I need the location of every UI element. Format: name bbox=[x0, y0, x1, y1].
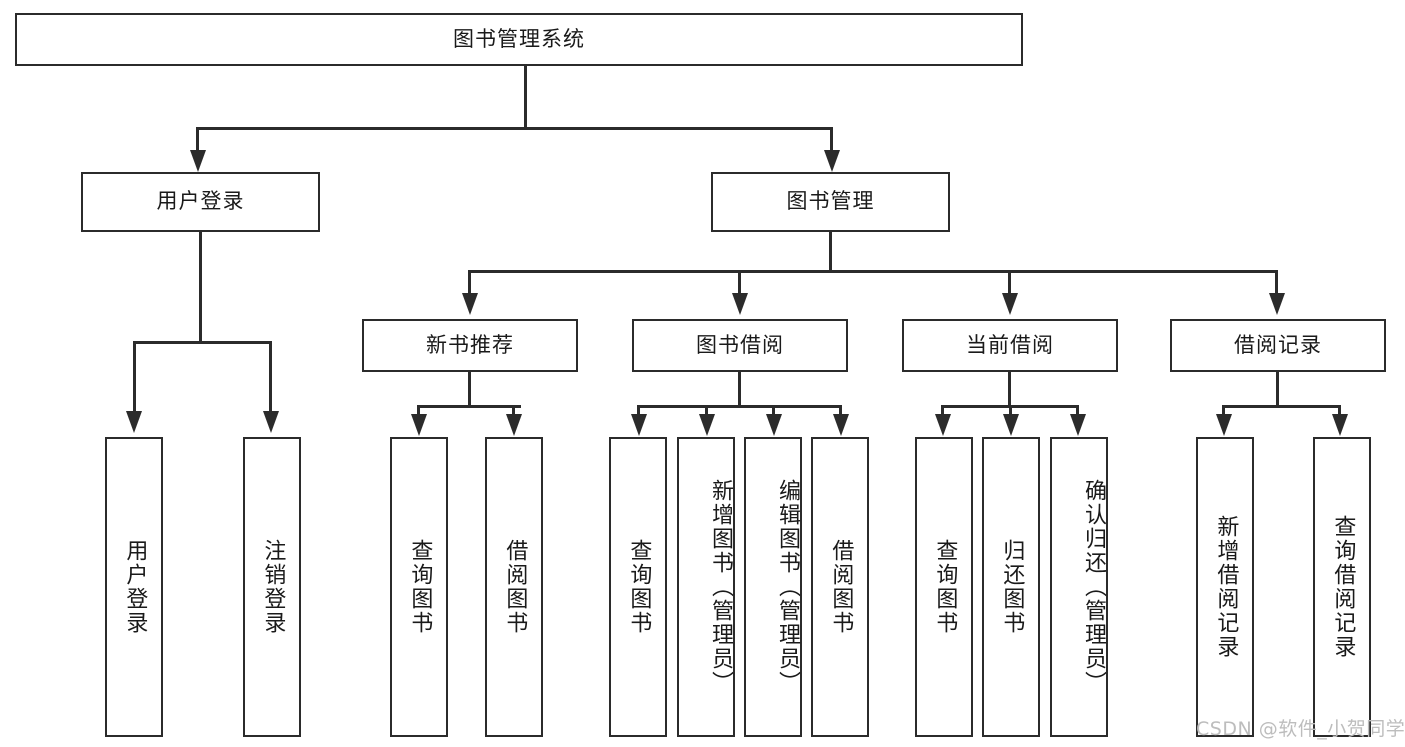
arrow-root-to-user-login bbox=[190, 150, 206, 172]
edge-user-login-to-leaf1 bbox=[133, 341, 136, 413]
edge-user-login-to-leaf2 bbox=[269, 341, 272, 413]
node-label: 确认归还（管理员） bbox=[1081, 479, 1106, 695]
node-new-book-recommend[interactable]: 新书推荐 bbox=[362, 319, 578, 372]
node-leaf-query-book-3[interactable]: 查询图书 bbox=[915, 437, 973, 737]
arrow-book-manage-to-l3-3 bbox=[1002, 293, 1018, 315]
edge-current-borrow-to-leaf1 bbox=[941, 405, 944, 417]
node-label: 新增图书（管理员） bbox=[708, 479, 733, 695]
node-label: 查询图书 bbox=[407, 539, 433, 635]
node-leaf-query-book-1[interactable]: 查询图书 bbox=[390, 437, 448, 737]
edge-new-book-bus bbox=[417, 405, 521, 408]
node-leaf-add-borrow-record[interactable]: 新增借阅记录 bbox=[1196, 437, 1254, 737]
edge-book-borrow-bus bbox=[637, 405, 842, 408]
node-leaf-add-book-admin[interactable]: 新增图书（管理员） bbox=[677, 437, 735, 737]
node-current-borrow[interactable]: 当前借阅 bbox=[902, 319, 1118, 372]
node-label: 借阅记录 bbox=[1234, 332, 1322, 357]
node-leaf-query-book-2[interactable]: 查询图书 bbox=[609, 437, 667, 737]
node-book-manage[interactable]: 图书管理 bbox=[711, 172, 950, 232]
arrow-current-borrow-to-leaf1 bbox=[935, 414, 951, 436]
node-root-system[interactable]: 图书管理系统 bbox=[15, 13, 1023, 66]
node-label: 图书管理系统 bbox=[453, 26, 585, 51]
edge-book-manage-to-l3-1 bbox=[468, 270, 471, 295]
node-label: 用户登录 bbox=[122, 539, 148, 635]
edge-borrow-record-to-leaf2 bbox=[1338, 405, 1341, 417]
edge-new-book-to-leaf2 bbox=[512, 405, 515, 417]
node-label: 查询图书 bbox=[932, 539, 958, 635]
node-label: 新增借阅记录 bbox=[1213, 515, 1239, 659]
node-label: 图书借阅 bbox=[696, 332, 784, 357]
arrow-borrow-record-to-leaf2 bbox=[1332, 414, 1348, 436]
node-user-login[interactable]: 用户登录 bbox=[81, 172, 320, 232]
arrow-current-borrow-to-leaf2 bbox=[1003, 414, 1019, 436]
arrow-book-borrow-to-leaf3 bbox=[766, 414, 782, 436]
node-label: 用户登录 bbox=[156, 189, 245, 214]
node-label: 查询借阅记录 bbox=[1330, 515, 1356, 659]
edge-book-borrow-to-leaf1 bbox=[637, 405, 640, 417]
arrow-user-login-to-leaf2 bbox=[263, 411, 279, 433]
arrow-new-book-to-leaf2 bbox=[506, 414, 522, 436]
edge-borrow-record-to-leaf1 bbox=[1222, 405, 1225, 417]
arrow-root-to-book-manage bbox=[824, 150, 840, 172]
edge-book-borrow-stem bbox=[738, 372, 741, 406]
node-leaf-return-book[interactable]: 归还图书 bbox=[982, 437, 1040, 737]
node-label: 当前借阅 bbox=[966, 332, 1054, 357]
node-label: 注销登录 bbox=[260, 539, 286, 635]
arrow-new-book-to-leaf1 bbox=[411, 414, 427, 436]
edge-borrow-record-stem bbox=[1276, 372, 1279, 406]
node-label: 借阅图书 bbox=[828, 539, 854, 635]
arrow-book-manage-to-l3-1 bbox=[462, 293, 478, 315]
edge-root-to-book-manage bbox=[830, 127, 833, 152]
node-label: 编辑图书（管理员） bbox=[775, 479, 800, 695]
node-label: 归还图书 bbox=[999, 539, 1025, 635]
arrow-borrow-record-to-leaf1 bbox=[1216, 414, 1232, 436]
edge-current-borrow-to-leaf3 bbox=[1076, 405, 1079, 417]
node-label: 查询图书 bbox=[626, 539, 652, 635]
edge-book-borrow-to-leaf2 bbox=[705, 405, 708, 417]
node-label: 新书推荐 bbox=[426, 332, 514, 357]
node-leaf-borrow-book-1[interactable]: 借阅图书 bbox=[485, 437, 543, 737]
edge-new-book-stem bbox=[468, 372, 471, 406]
arrow-book-borrow-to-leaf1 bbox=[631, 414, 647, 436]
edge-current-borrow-stem bbox=[1008, 372, 1011, 406]
node-borrow-record[interactable]: 借阅记录 bbox=[1170, 319, 1386, 372]
arrow-current-borrow-to-leaf3 bbox=[1070, 414, 1086, 436]
arrow-book-borrow-to-leaf2 bbox=[699, 414, 715, 436]
edge-book-manage-to-l3-3 bbox=[1008, 270, 1011, 295]
node-leaf-edit-book-admin[interactable]: 编辑图书（管理员） bbox=[744, 437, 802, 737]
node-label: 图书管理 bbox=[786, 189, 875, 214]
edge-new-book-to-leaf1 bbox=[417, 405, 420, 417]
edge-root-to-user-login bbox=[196, 127, 199, 152]
edge-borrow-record-bus bbox=[1222, 405, 1340, 408]
node-leaf-confirm-return-admin[interactable]: 确认归还（管理员） bbox=[1050, 437, 1108, 737]
edge-book-borrow-to-leaf4 bbox=[839, 405, 842, 417]
edge-current-borrow-to-leaf2 bbox=[1009, 405, 1012, 417]
edge-book-manage-bus bbox=[468, 270, 1278, 273]
edge-book-manage-to-l3-4 bbox=[1275, 270, 1278, 295]
edge-book-manage-stem bbox=[829, 232, 832, 271]
node-label: 借阅图书 bbox=[502, 539, 528, 635]
edge-root-stem bbox=[524, 66, 527, 128]
edge-user-login-stem bbox=[199, 232, 202, 342]
arrow-book-manage-to-l3-4 bbox=[1269, 293, 1285, 315]
edge-book-borrow-to-leaf3 bbox=[772, 405, 775, 417]
edge-book-manage-to-l3-2 bbox=[738, 270, 741, 295]
arrow-book-borrow-to-leaf4 bbox=[833, 414, 849, 436]
node-book-borrow[interactable]: 图书借阅 bbox=[632, 319, 848, 372]
edge-root-bus bbox=[196, 127, 833, 130]
arrow-user-login-to-leaf1 bbox=[126, 411, 142, 433]
arrow-book-manage-to-l3-2 bbox=[732, 293, 748, 315]
node-leaf-user-login[interactable]: 用户登录 bbox=[105, 437, 163, 737]
node-leaf-logout[interactable]: 注销登录 bbox=[243, 437, 301, 737]
edge-user-login-bus bbox=[133, 341, 271, 344]
node-leaf-query-borrow-record[interactable]: 查询借阅记录 bbox=[1313, 437, 1371, 737]
node-leaf-borrow-book-2[interactable]: 借阅图书 bbox=[811, 437, 869, 737]
